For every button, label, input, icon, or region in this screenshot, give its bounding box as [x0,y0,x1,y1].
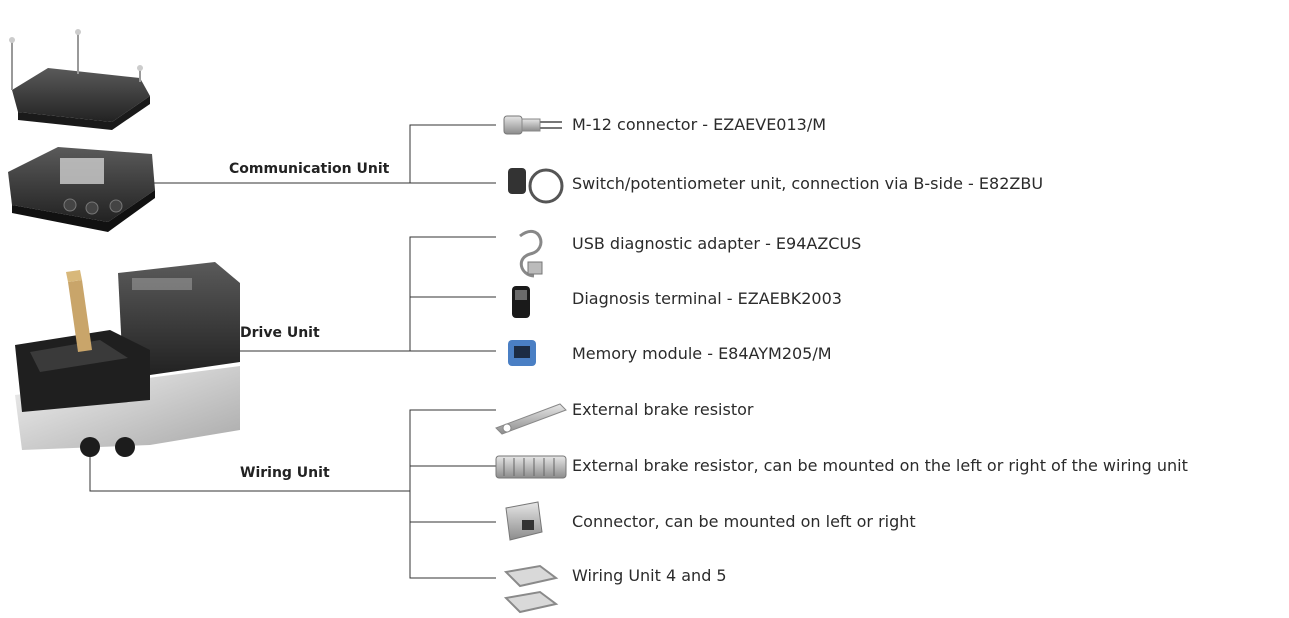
connector-lr-image [506,502,542,540]
connector-lr-label: Connector, can be mounted on left or rig… [572,512,916,531]
memory-module-label: Memory module - E84AYM205/M [572,344,832,363]
brake-resistor-label: External brake resistor [572,400,753,419]
brake-resistor-finned-image [496,456,566,478]
communication-unit-image [8,147,155,232]
drive-unit-image [15,262,240,457]
wiring-unit-plates-image [506,566,556,612]
usb-adapter-label: USB diagnostic adapter - E94AZCUS [572,234,861,253]
switch-potentiometer-image [508,168,562,202]
m12-connector-image [504,116,562,134]
wiring-unit-label: Wiring Unit [240,465,330,481]
m12-connector-label: M-12 connector - EZAEVE013/M [572,115,826,134]
memory-module-image [508,340,536,366]
diagnosis-terminal-label: Diagnosis terminal - EZAEBK2003 [572,289,842,308]
brake-resistor-mountable-label: External brake resistor, can be mounted … [572,456,1188,475]
communication-unit-cover-image [9,29,150,130]
wiring-unit-4-5-label: Wiring Unit 4 and 5 [572,566,727,585]
diagnosis-terminal-image [512,286,530,318]
usb-adapter-image [520,231,542,276]
wiring-bracket [410,410,496,578]
communication-unit-label: Communication Unit [229,161,389,177]
comm-bracket [410,125,496,183]
drive-unit-label: Drive Unit [240,325,320,341]
brake-resistor-image [496,404,566,434]
drive-bracket [410,237,496,351]
switch-potentiometer-label: Switch/potentiometer unit, connection vi… [572,174,1043,193]
